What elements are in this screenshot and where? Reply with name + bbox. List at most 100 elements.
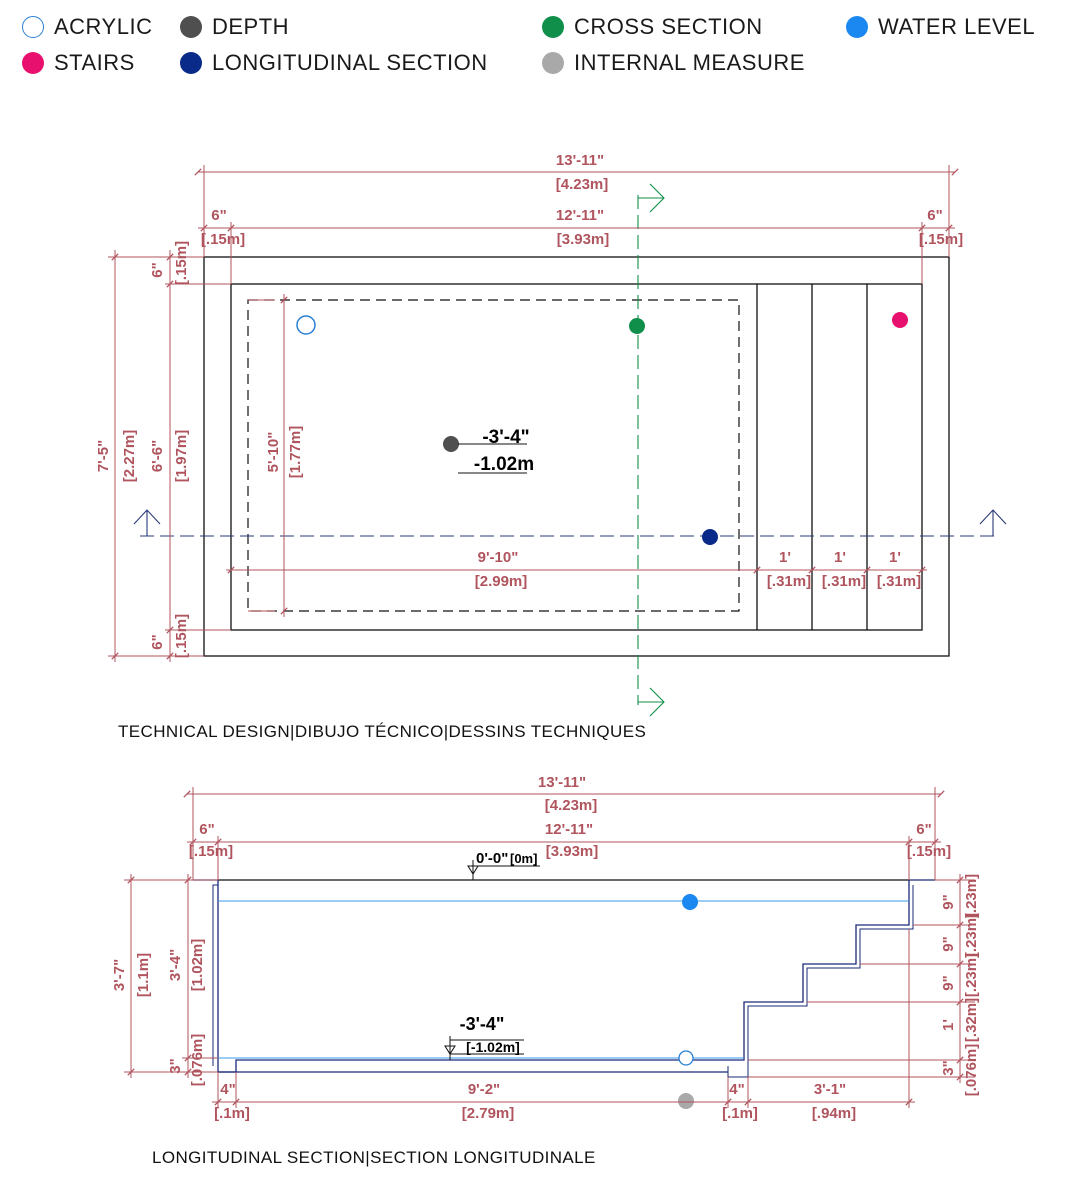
longitudinal-arrow-left-icon xyxy=(133,509,161,536)
section-dimension-lines xyxy=(124,787,975,1108)
longitudinal-section-marker-icon xyxy=(180,52,202,74)
internal-measure-marker-icon xyxy=(542,52,564,74)
plan-depth-ft: -3'-4" xyxy=(482,427,529,448)
legend-internal-measure-label: INTERNAL MEASURE xyxy=(574,50,805,75)
section-floor-thickness-m: [.076m] xyxy=(189,1034,206,1087)
section-riser2-m: [.23m] xyxy=(963,913,980,957)
legend-longitudinal-section-label: LONGITUDINAL SECTION xyxy=(212,50,488,75)
plan-overall-length-m: [4.23m] xyxy=(556,176,609,193)
plan-rim-top-m: [.15m] xyxy=(173,241,190,285)
legend-depth-label: DEPTH xyxy=(212,14,290,39)
section-rim-right: 6" xyxy=(916,821,931,838)
plan-overall-width-m: [2.27m] xyxy=(121,430,138,483)
plan-step1: 1' xyxy=(779,549,791,566)
section-profile-outer xyxy=(193,879,935,1073)
depth-marker-icon xyxy=(180,16,202,38)
cross-section-marker-icon xyxy=(542,16,564,38)
section-rim-left-m: [.15m] xyxy=(189,843,233,860)
plan-outer-shell xyxy=(203,256,950,657)
section-overall-length-m: [4.23m] xyxy=(545,797,598,814)
cross-section-arrow-bottom-icon xyxy=(638,687,665,717)
plan-caption: TECHNICAL DESIGN|DIBUJO TÉCNICO|DESSINS … xyxy=(118,722,647,741)
legend-stairs: STAIRS xyxy=(22,50,135,76)
plan-dimension-lines xyxy=(108,165,959,662)
section-foot-left: 4" xyxy=(220,1081,235,1098)
plan-floor-width: 5'-10" xyxy=(265,432,282,473)
plan-view: -3'-4" -1.02m xyxy=(95,152,1007,717)
depth-marker-icon xyxy=(443,436,459,452)
section-total-height: 3'-7" xyxy=(111,959,128,991)
plan-step1-m: [.31m] xyxy=(767,573,811,590)
section-inner-length-m: [3.93m] xyxy=(546,843,599,860)
section-riser4-m: [.32m] xyxy=(963,998,980,1042)
legend-cross-section-label: CROSS SECTION xyxy=(574,14,763,39)
legend-water-level: WATER LEVEL xyxy=(846,14,1035,40)
acrylic-marker-icon xyxy=(296,315,316,335)
plan-floor-length-m: [2.99m] xyxy=(475,573,528,590)
water-level-marker-icon xyxy=(682,894,698,910)
plan-depth-m: -1.02m xyxy=(474,454,534,475)
section-stairs-length: 3'-1" xyxy=(814,1081,846,1098)
plan-rim-bottom-m: [.15m] xyxy=(173,614,190,658)
plan-overall-width: 7'-5" xyxy=(95,440,112,472)
water-level-marker-icon xyxy=(846,16,868,38)
plan-inner-length: 12'-11" xyxy=(556,207,604,224)
section-riser4: 1' xyxy=(940,1019,957,1031)
stairs-marker-icon xyxy=(22,52,44,74)
plan-rim-right: 6" xyxy=(927,207,942,224)
section-foot-left-m: [.1m] xyxy=(214,1105,250,1122)
section-bottom-level-m: [-1.02m] xyxy=(466,1039,520,1055)
plan-inner-basin xyxy=(230,283,923,631)
acrylic-marker-icon xyxy=(678,1050,694,1066)
legend-acrylic-label: ACRYLIC xyxy=(54,14,153,39)
cross-section-arrow-top-icon xyxy=(638,183,665,213)
section-riser3-m: [.23m] xyxy=(963,953,980,997)
acrylic-marker-icon xyxy=(22,16,44,38)
stairs-marker-icon xyxy=(892,312,908,328)
section-riser1-m: [.23m] xyxy=(963,874,980,918)
section-riser3: 9" xyxy=(940,975,957,990)
plan-rim-top: 6" xyxy=(149,262,166,277)
longitudinal-arrow-right-icon xyxy=(979,509,1007,536)
section-stairs-length-m: [.94m] xyxy=(812,1105,856,1122)
plan-rim-bottom: 6" xyxy=(149,634,166,649)
section-riser2: 9" xyxy=(940,936,957,951)
section-floor-thickness: 3" xyxy=(167,1058,184,1073)
plan-step2: 1' xyxy=(834,549,846,566)
legend-acrylic: ACRYLIC xyxy=(22,14,152,40)
plan-floor-outline xyxy=(247,299,740,612)
cross-section-marker-icon xyxy=(629,318,645,334)
longitudinal-section-marker-icon xyxy=(702,529,718,545)
legend: ACRYLIC DEPTH CROSS SECTION WATER LEVEL … xyxy=(0,0,1080,90)
legend-cross-section: CROSS SECTION xyxy=(542,14,763,40)
plan-rim-left: 6" xyxy=(211,207,226,224)
legend-water-level-label: WATER LEVEL xyxy=(878,14,1036,39)
legend-internal-measure: INTERNAL MEASURE xyxy=(542,50,805,76)
section-floor-length: 9'-2" xyxy=(468,1081,500,1098)
section-inner-height-m: [1.02m] xyxy=(189,939,206,992)
section-top-level-m: [0m] xyxy=(510,851,537,866)
plan-overall-length: 13'-11" xyxy=(556,152,604,169)
section-inner-height: 3'-4" xyxy=(167,949,184,981)
plan-inner-width: 6'-6" xyxy=(149,440,166,472)
section-riser5-m: [.076m] xyxy=(963,1044,980,1097)
section-profile-inner xyxy=(212,884,914,1078)
section-inner-length: 12'-11" xyxy=(545,821,593,838)
internal-measure-marker-icon xyxy=(678,1093,694,1109)
section-rim-left: 6" xyxy=(199,821,214,838)
legend-depth: DEPTH xyxy=(180,14,289,40)
section-foot-right: 4" xyxy=(729,1081,744,1098)
section-riser5: 3" xyxy=(940,1060,957,1075)
plan-step2-m: [.31m] xyxy=(822,573,866,590)
section-top-level: 0'-0" xyxy=(476,850,508,867)
plan-step3: 1' xyxy=(889,549,901,566)
section-riser1: 9" xyxy=(940,894,957,909)
section-caption: LONGITUDINAL SECTION|SECTION LONGITUDINA… xyxy=(152,1148,596,1167)
plan-floor-width-m: [1.77m] xyxy=(287,426,304,479)
section-bottom-level: -3'-4" xyxy=(460,1014,505,1034)
plan-rim-left-m: [.15m] xyxy=(201,231,245,248)
section-rim-right-m: [.15m] xyxy=(907,843,951,860)
section-overall-length: 13'-11" xyxy=(538,774,586,791)
plan-floor-length: 9'-10" xyxy=(478,549,519,566)
